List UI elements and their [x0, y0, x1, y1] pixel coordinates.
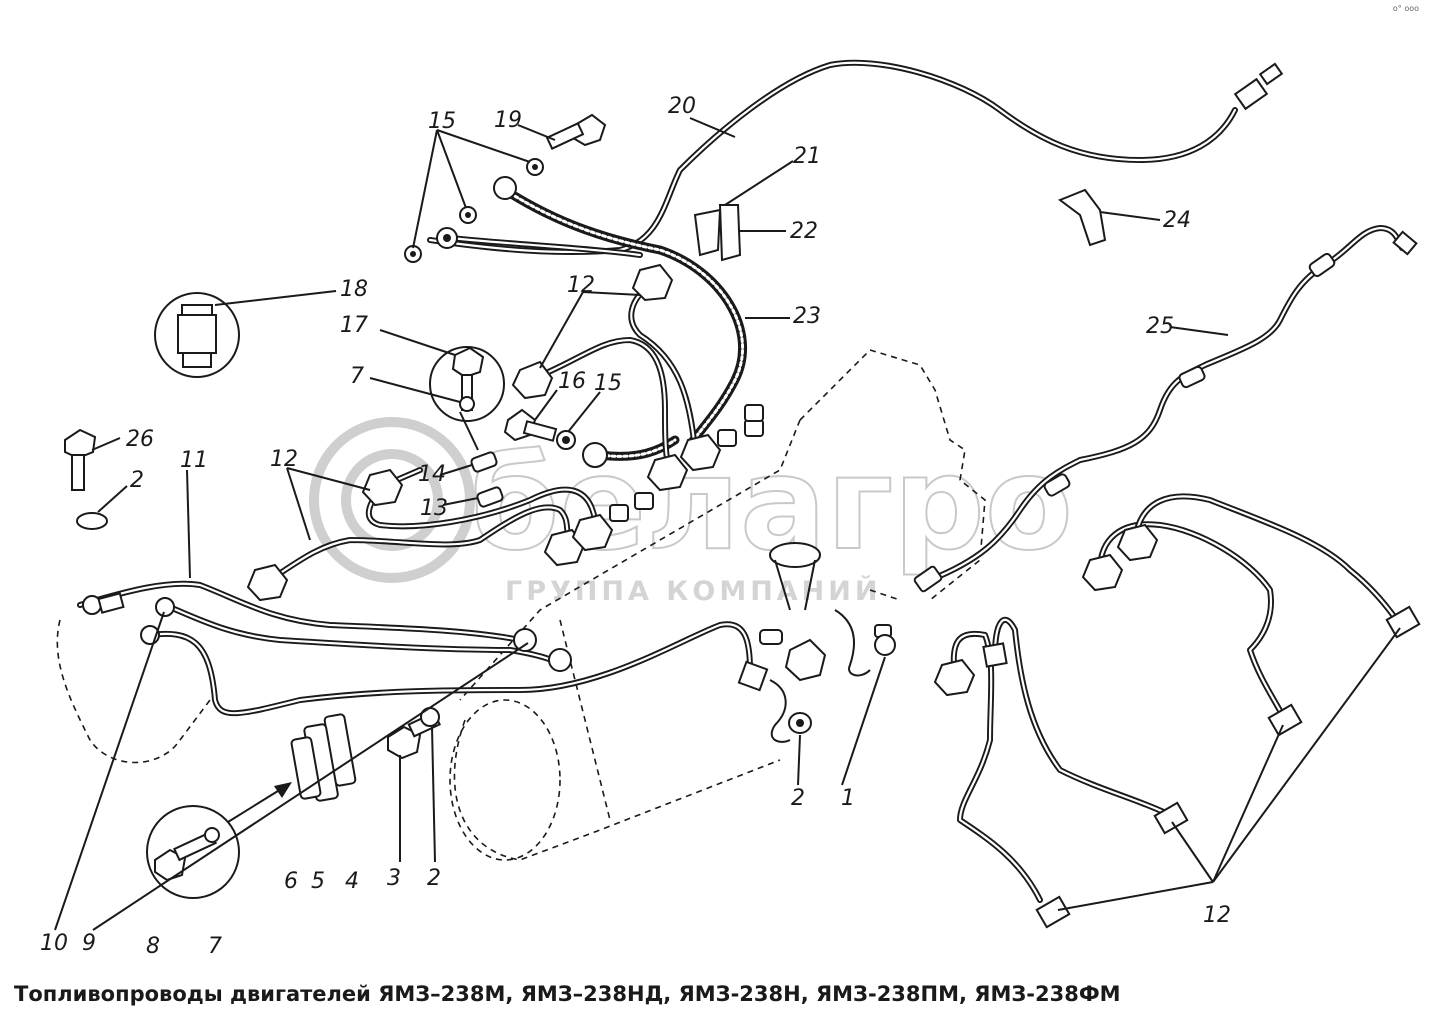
tee-fitting — [759, 629, 783, 645]
callout-7-lower: 7 — [208, 934, 222, 959]
callout-8: 8 — [146, 934, 160, 959]
nut-12-c — [246, 563, 289, 602]
callout-2-bolt: 2 — [427, 866, 441, 891]
sleeve-12-a — [1385, 605, 1421, 639]
callout-18: 18 — [340, 277, 368, 302]
bracket-22 — [718, 204, 742, 262]
engine-outline-edge — [559, 619, 611, 821]
injector-pipes-right — [933, 493, 1421, 929]
small-parts — [64, 113, 1107, 823]
nut-12-b — [631, 263, 674, 302]
engine-outline-front — [453, 719, 781, 861]
callout-4: 4 — [345, 869, 359, 894]
callout-2-washer: 2 — [130, 468, 144, 493]
callout-19: 19 — [494, 108, 522, 133]
callout-26: 26 — [126, 427, 154, 452]
sleeve-12-b — [1267, 703, 1303, 737]
bolt-3-head — [387, 725, 422, 760]
banjo-fitting-e — [548, 648, 572, 672]
sleeve-12-d — [1035, 895, 1071, 929]
callout-12-right: 12 — [1203, 903, 1231, 928]
leader-lines — [54, 117, 1401, 931]
figure-caption: Топливопроводы двигателей ЯМЗ–238М, ЯМЗ–… — [14, 982, 1121, 1006]
engine-outline-stub — [869, 589, 901, 601]
callout-25: 25 — [1146, 314, 1174, 339]
callout-15-top: 15 — [428, 109, 456, 134]
tee-nut — [784, 638, 827, 682]
filter-cap — [769, 542, 821, 568]
callout-17: 17 — [340, 313, 368, 338]
callout-11: 11 — [180, 448, 208, 473]
callout-7-upper: 7 — [350, 364, 364, 389]
callout-13: 13 — [420, 496, 448, 521]
filter-outline — [56, 619, 211, 764]
callout-6: 6 — [284, 869, 298, 894]
nut-12-d — [361, 468, 404, 507]
engine-outline-right — [799, 349, 986, 601]
corner-mark: o° ooo — [1392, 4, 1419, 13]
pipe-20-tip — [1258, 62, 1284, 86]
watermark-inner-ring — [341, 449, 443, 551]
callout-12-left: 12 — [270, 447, 298, 472]
injector-pipes-center — [246, 263, 698, 602]
arrow-head — [274, 782, 292, 798]
bolt-19-shank — [545, 122, 585, 150]
nut-12-a — [511, 360, 554, 400]
hose-23-eye — [493, 176, 517, 200]
bracket-21 — [693, 208, 722, 257]
bolt-26-shank — [71, 454, 85, 491]
callout-12-center: 12 — [567, 273, 595, 298]
pipe-20-nut — [1233, 77, 1269, 111]
bolt-26-head — [64, 428, 97, 460]
callout-5: 5 — [311, 869, 325, 894]
callout-1: 1 — [841, 786, 855, 811]
pump-outlets — [543, 404, 764, 567]
callout-22: 22 — [790, 219, 818, 244]
callout-10: 10 — [40, 931, 68, 956]
callout-16: 16 — [558, 369, 586, 394]
overflow-valve — [737, 660, 769, 692]
detail-circle-17 — [429, 346, 505, 422]
callout-23: 23 — [793, 304, 821, 329]
callouts: 1 2 2 2 3 4 5 6 7 7 8 9 10 11 12 12 12 1… — [40, 94, 1231, 959]
banjo-fitting-b — [155, 597, 175, 617]
banjo-fitting-d — [513, 628, 537, 652]
callout-15-mid: 15 — [594, 371, 622, 396]
clip-14 — [470, 451, 498, 473]
callout-2-pump: 2 — [791, 786, 805, 811]
hose-23 — [493, 176, 748, 450]
engine-outline — [56, 349, 986, 861]
watermark-subtitle: ГРУППА КОМПАНИЙ — [505, 575, 881, 607]
plate-6 — [290, 736, 322, 800]
clip-13 — [476, 486, 504, 508]
detail-circle-8 — [146, 805, 240, 899]
pipe-25 — [913, 225, 1418, 593]
callout-9: 9 — [82, 931, 96, 956]
callout-20: 20 — [668, 94, 696, 119]
engine-pulley — [449, 699, 561, 861]
callout-14: 14 — [418, 462, 446, 487]
banjo-16 — [582, 442, 608, 468]
engine-outline-top — [459, 419, 801, 701]
callout-3: 3 — [387, 866, 401, 891]
clamp-24 — [1057, 188, 1107, 247]
callout-21: 21 — [793, 144, 821, 169]
detail-circle-18 — [154, 292, 240, 378]
pipe-20 — [427, 59, 1284, 255]
banjo-fitting-body — [97, 592, 125, 614]
callout-24: 24 — [1163, 208, 1191, 233]
washer-2 — [76, 512, 108, 530]
arrow-shaft — [227, 785, 287, 823]
